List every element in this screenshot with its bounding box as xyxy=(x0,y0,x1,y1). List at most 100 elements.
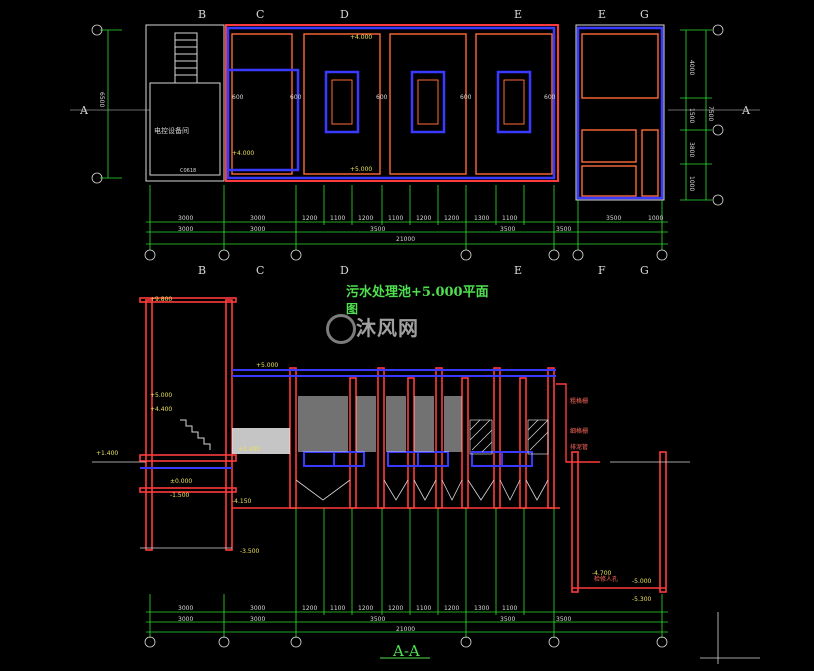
ucs-icon xyxy=(700,612,760,664)
plan-dim1-10: 1100 xyxy=(502,215,518,222)
plan-dim2-4: 3500 xyxy=(500,226,516,233)
tank-outline xyxy=(225,24,559,182)
plan-elev-3: +5.000 xyxy=(350,166,373,173)
section-slabs xyxy=(140,369,556,469)
section-dim1-6: 1200 xyxy=(388,605,404,612)
section-dim1-2: 3000 xyxy=(250,605,266,612)
plan-dim2-3: 3500 xyxy=(370,226,386,233)
plan-dim1-7: 1200 xyxy=(416,215,432,222)
door-label: C0618 xyxy=(180,168,197,174)
staircase xyxy=(174,32,198,84)
section-elev-12: -5.000 xyxy=(632,578,652,585)
section-note-4: 检修人孔 xyxy=(594,576,619,583)
axis-letter-bottom-3: D xyxy=(340,264,349,277)
right-room xyxy=(575,24,665,201)
plan-hole-label-1: 600 xyxy=(232,94,244,101)
plan-dim1-8: 1200 xyxy=(444,215,460,222)
section-note-3: 排泥管 xyxy=(570,444,589,451)
right-dim-text-1: 4000 xyxy=(688,60,695,76)
room-label: 电控设备间 xyxy=(154,127,189,135)
right-total-text: 7500 xyxy=(707,106,714,122)
axis-letter-bottom-6: G xyxy=(640,264,649,277)
axis-letter-top-1: B xyxy=(198,8,207,21)
plan-axis-bubbles xyxy=(91,24,724,261)
section-note-2: 细格栅 xyxy=(570,428,589,435)
section-note-1: 粗格栅 xyxy=(570,398,589,405)
plan-extension-lines xyxy=(149,185,663,250)
axis-letter-top-3: D xyxy=(340,8,349,21)
right-dimension xyxy=(680,29,712,201)
right-dim-text-3: 3800 xyxy=(688,142,695,158)
plan-hole-label-2: 600 xyxy=(290,94,302,101)
plan-dim1-3: 1200 xyxy=(302,215,318,222)
plan-dim1-12: 1000 xyxy=(648,215,664,222)
axis-letter-top-2: C xyxy=(256,8,265,21)
section-title: A-A xyxy=(393,642,420,660)
section-dim1-4: 1100 xyxy=(330,605,346,612)
filter-media xyxy=(232,396,462,454)
axis-letter-bottom-4: E xyxy=(514,264,523,277)
plan-dim2-2: 3000 xyxy=(250,226,266,233)
section-view xyxy=(92,297,760,664)
section-elev-8: -1.500 xyxy=(170,492,190,499)
section-dim1-8: 1200 xyxy=(444,605,460,612)
right-dim-text-4: 1000 xyxy=(688,176,695,192)
plan-hole-label-5: 600 xyxy=(544,94,556,101)
plan-title: 污水处理池+5.000平面 xyxy=(346,285,489,300)
plan-elev-2: +4.000 xyxy=(350,34,373,41)
section-elev-1: +9.800 xyxy=(150,296,173,303)
section-dim1-3: 1200 xyxy=(302,605,318,612)
plan-dim1-11: 3500 xyxy=(606,215,622,222)
section-elev-7: ±0.000 xyxy=(170,478,193,485)
hatched-chambers xyxy=(469,419,549,455)
section-elev-10: -4.150 xyxy=(232,498,252,505)
plan-dim1-4: 1100 xyxy=(330,215,346,222)
plan-dim2-1: 3000 xyxy=(178,226,194,233)
plan-dim1-6: 1100 xyxy=(388,215,404,222)
plan-total-dim: 21000 xyxy=(396,236,416,243)
plan-title-line2: 图 xyxy=(346,302,359,316)
section-dim1-5: 1200 xyxy=(358,605,374,612)
axis-letter-bottom-1: B xyxy=(198,264,207,277)
section-stairs xyxy=(180,419,211,450)
section-left-walls xyxy=(139,297,237,551)
axis-letter-top-4: E xyxy=(514,8,523,21)
section-dim2-3: 3500 xyxy=(370,616,386,623)
plan-dim1-2: 3000 xyxy=(250,215,266,222)
section-elev-5: +1.400 xyxy=(96,450,119,457)
plan-elev-1: +4.000 xyxy=(232,150,255,157)
section-elev-11: -4.700 xyxy=(592,570,612,577)
section-marker-right: A xyxy=(742,104,750,117)
left-dimension xyxy=(100,29,122,179)
section-tank-walls xyxy=(232,367,667,593)
axis-letter-bottom-2: C xyxy=(256,264,265,277)
pool-outlines xyxy=(231,33,659,197)
section-dim2-2: 3000 xyxy=(250,616,266,623)
section-elev-2: +5.000 xyxy=(150,392,173,399)
plan-view xyxy=(70,24,760,261)
section-axis-bubbles xyxy=(144,636,668,648)
hopper-bottoms xyxy=(295,479,549,501)
stair-block xyxy=(145,24,225,182)
section-elev-6: +1.400 xyxy=(238,446,261,453)
section-dim1-9: 1300 xyxy=(474,605,490,612)
section-elev-9: -3.500 xyxy=(240,548,260,555)
section-total-dim: 21000 xyxy=(396,626,416,633)
section-dim2-1: 3000 xyxy=(178,616,194,623)
plan-dim1-9: 1300 xyxy=(474,215,490,222)
ground-lines xyxy=(92,461,690,549)
inner-sumps xyxy=(331,79,525,125)
watermark: 沐风网 xyxy=(356,316,419,340)
plan-dim1-5: 1200 xyxy=(358,215,374,222)
section-marker-left: A xyxy=(80,104,88,117)
section-dim2-5: 3500 xyxy=(556,616,572,623)
section-elev-4: +5.000 xyxy=(256,362,279,369)
section-dim1-1: 3000 xyxy=(178,605,194,612)
plan-dim1-1: 3000 xyxy=(178,215,194,222)
axis-letter-bottom-5: F xyxy=(598,264,606,277)
watermark-logo xyxy=(326,314,356,344)
section-dimension-lines xyxy=(146,508,668,638)
axis-letter-top-5: E xyxy=(598,8,607,21)
axis-letter-top-6: G xyxy=(640,8,649,21)
